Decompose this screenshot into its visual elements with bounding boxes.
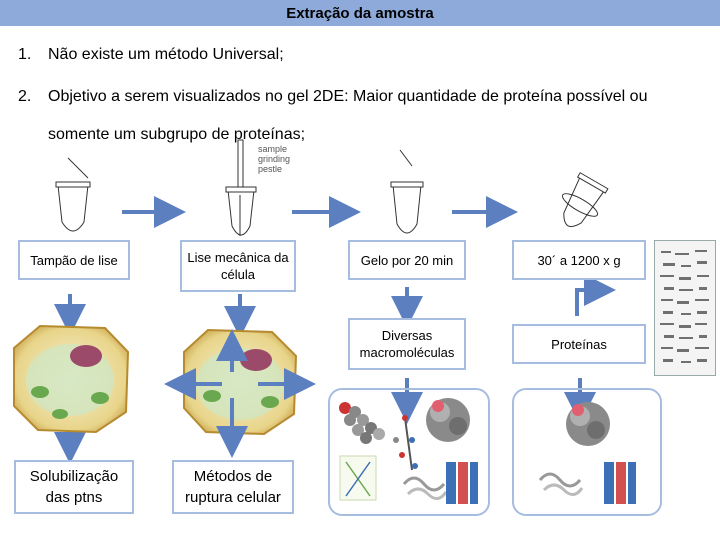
step-box-centrifuge: 30´ a 1200 x g (512, 240, 646, 280)
plant-cell-icon (183, 328, 298, 436)
step-box-ice: Gelo por 20 min (348, 240, 466, 280)
step-label: Gelo por 20 min (360, 252, 454, 268)
point-text-line: Objetivo a serem visualizados no gel 2DE… (48, 88, 648, 105)
gel-bands-icon (660, 250, 709, 363)
step-label: Lise mecânica da célula (187, 250, 289, 282)
tube-label: sample (258, 144, 288, 154)
step-box-lysis-buffer: Tampão de lise (18, 240, 130, 280)
point-text: Objetivo a serem visualizados no gel 2DE… (48, 80, 708, 152)
tube-label: pestle (258, 164, 283, 174)
point-number: 1. (18, 46, 32, 63)
membrane-protein-icon (446, 462, 478, 504)
step-box-disruption-methods: Métodos de ruptura celular (172, 460, 294, 514)
ribbon-protein-icon (402, 476, 448, 500)
macromolecules-panel (328, 388, 490, 516)
slide-title: Extração da amostra (286, 4, 434, 22)
point-item: 2. Objetivo a serem visualizados no gel … (18, 80, 708, 152)
2de-gel-image (654, 240, 716, 376)
point-number: 2. (18, 88, 32, 105)
sugar-chain-icon (393, 415, 418, 471)
plant-cell-icon (13, 324, 130, 434)
step-label: Solubilização das ptns (29, 468, 119, 506)
tube-label: grinding (258, 154, 291, 164)
dna-icon (339, 455, 377, 501)
ice-tube-icon (390, 149, 424, 234)
tube-label-group: sample grinding pestle (258, 144, 290, 174)
protein-globule-icon (426, 398, 470, 442)
centrifuge-tube-icon (561, 172, 609, 228)
macromolecules-illustration (339, 398, 478, 504)
step-label: Métodos de ruptura celular (185, 468, 281, 506)
step-box-solubilization: Solubilização das ptns (14, 460, 134, 514)
proteins-panel (512, 388, 662, 516)
grinding-tube-icon (225, 139, 257, 236)
step-box-proteins: Proteínas (512, 324, 646, 364)
step-label: Tampão de lise (30, 252, 118, 268)
tube-icon (55, 157, 91, 232)
step-label: Proteínas (551, 336, 607, 352)
lipid-chain-icon (339, 402, 385, 444)
step-box-mechanical-lysis: Lise mecânica da célula (180, 240, 296, 292)
point-item: 1. Não existe um método Universal; (18, 38, 708, 72)
point-text-line: somente um subgrupo de proteínas; (48, 126, 306, 143)
step-label: 30´ a 1200 x g (537, 252, 621, 268)
point-list: 1. Não existe um método Universal; 2. Ob… (18, 38, 708, 152)
bent-arrow (575, 274, 616, 316)
point-text: Não existe um método Universal; (48, 46, 284, 63)
step-label: Diversas macromoléculas (359, 328, 455, 360)
proteins-illustration (538, 402, 636, 504)
title-bar: Extração da amostra (0, 0, 720, 26)
step-box-macromolecules: Diversas macromoléculas (348, 318, 466, 370)
